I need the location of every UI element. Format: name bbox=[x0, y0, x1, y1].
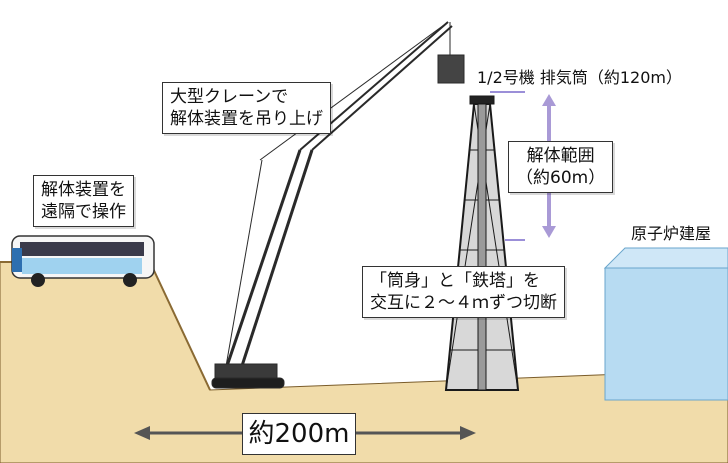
cut-callout: 「筒身」と「鉄塔」を 交互に２～４ｍずつ切断 bbox=[362, 266, 565, 318]
range-callout-line2: （約60m） bbox=[516, 168, 606, 188]
crane-icon bbox=[211, 21, 465, 389]
cut-callout-line1: 「筒身」と「鉄塔」を bbox=[370, 271, 540, 291]
range-callout: 解体範囲 （約60m） bbox=[508, 141, 614, 193]
operation-callout: 解体装置を 遠隔で操作 bbox=[33, 175, 134, 227]
building-label: 原子炉建屋 bbox=[631, 224, 712, 243]
cut-callout-line2: 交互に２～４ｍずつ切断 bbox=[370, 293, 557, 313]
operation-callout-line2: 遠隔で操作 bbox=[41, 202, 126, 222]
distance-label: 約200m bbox=[242, 413, 356, 455]
crane-callout-line1: 大型クレーンで bbox=[170, 87, 289, 107]
range-callout-line1: 解体範囲 bbox=[526, 146, 595, 166]
crane-callout-line2: 解体装置を吊り上げ bbox=[170, 109, 323, 129]
bus-icon bbox=[11, 235, 155, 287]
crane-callout: 大型クレーンで 解体装置を吊り上げ bbox=[162, 82, 331, 134]
operation-callout-line1: 解体装置を bbox=[41, 180, 126, 200]
stack-label: 1/2号機 排気筒（約120m） bbox=[477, 68, 682, 87]
reactor-building bbox=[603, 247, 728, 401]
